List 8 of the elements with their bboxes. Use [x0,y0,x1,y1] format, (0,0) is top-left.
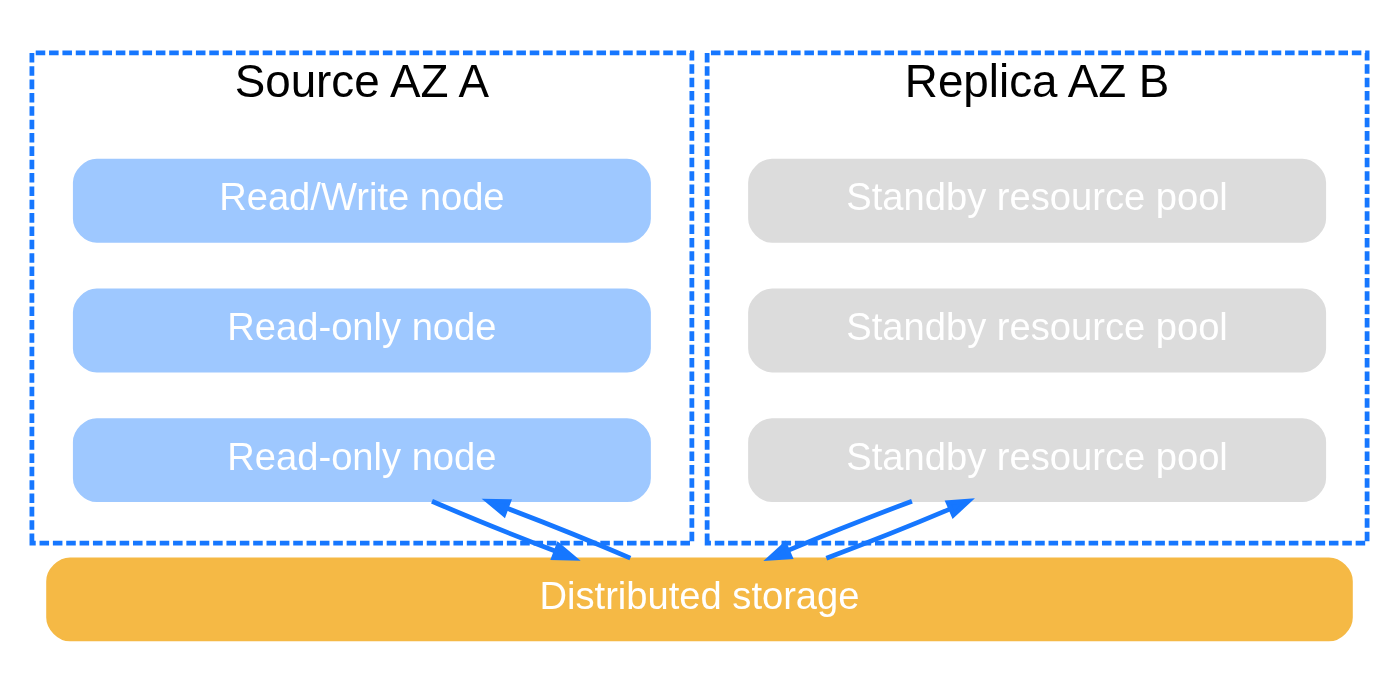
node-box: Read-only node [72,417,651,502]
arrow [763,498,913,561]
arrow [825,497,975,560]
node-box: Read/Write node [72,158,651,243]
arrow [431,498,581,561]
node-box: Distributed storage [46,556,1353,641]
arrow [481,498,632,560]
node-box: Read-only node [72,287,651,372]
